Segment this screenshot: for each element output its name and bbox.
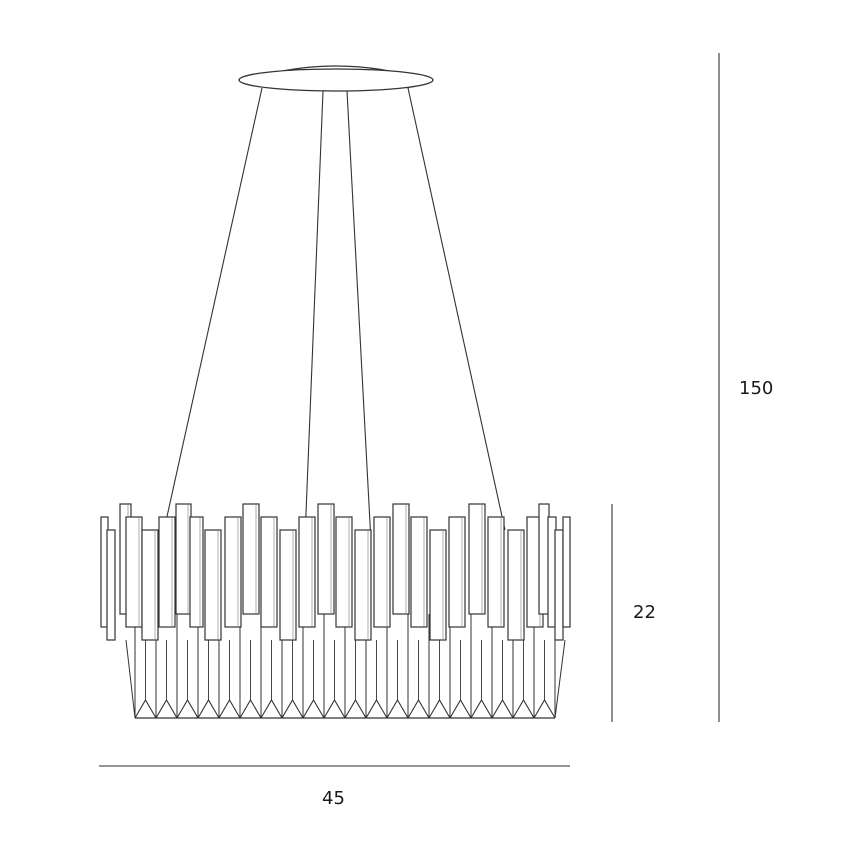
crystal-short [507,529,525,641]
prism-tip [344,698,367,719]
prism-tip [365,698,388,719]
dimension-label-width: 45 [322,788,345,809]
ceiling-canopy [238,65,434,92]
crystal-short [554,529,564,641]
crystal-tall [392,503,410,615]
dimension-label-height-total: 150 [739,378,774,399]
crystal-tall [317,503,335,615]
suspension-wire [346,90,372,543]
prism-tip [218,698,241,719]
crystal-short [429,529,447,641]
crystal-short [279,529,297,641]
crystal-tall [242,503,260,615]
crystal-medium [487,516,505,628]
crystal-short [204,529,222,641]
crystal-short [141,529,159,641]
crystal-medium [298,516,316,628]
suspension-wire [163,87,263,531]
prism-tip [323,698,346,719]
dimension-lines [99,53,720,767]
crystal-medium [562,516,571,628]
prism-tip [491,698,514,719]
prism-tip [302,698,325,719]
canopy-plate [238,68,434,92]
prism-tip [386,698,409,719]
prism-tip [155,698,178,719]
suspension-wires [163,87,506,543]
crystal-medium [125,516,143,628]
prism-tip [134,698,157,719]
crystal-medium [410,516,428,628]
crystal-medium [373,516,391,628]
crystal-short [354,529,372,641]
crystal-short [106,529,116,641]
crystal-medium [335,516,353,628]
prism-tip [260,698,283,719]
prism-tip [449,698,472,719]
crystal-medium [260,516,278,628]
prism-tip [512,698,535,719]
crystal-medium [158,516,176,628]
prism-tip [428,698,451,719]
crystal-tall [175,503,192,615]
crystal-medium [448,516,466,628]
suspension-wire [304,90,324,539]
prism-left-edge [125,639,136,719]
prism-tip [407,698,430,719]
crystal-medium [224,516,242,628]
prism-tip [533,698,556,719]
crystal-medium [189,516,204,628]
prism-tip [470,698,493,719]
crystal-ring [100,503,571,641]
prism-tip [239,698,262,719]
crystal-tall [468,503,486,615]
suspension-wire [407,87,506,531]
prism-tip [281,698,304,719]
prism-tip [176,698,199,719]
prism-right-edge [554,639,566,719]
prism-tip [197,698,220,719]
dimension-label-height-body: 22 [633,602,656,623]
prism-band [125,614,566,719]
